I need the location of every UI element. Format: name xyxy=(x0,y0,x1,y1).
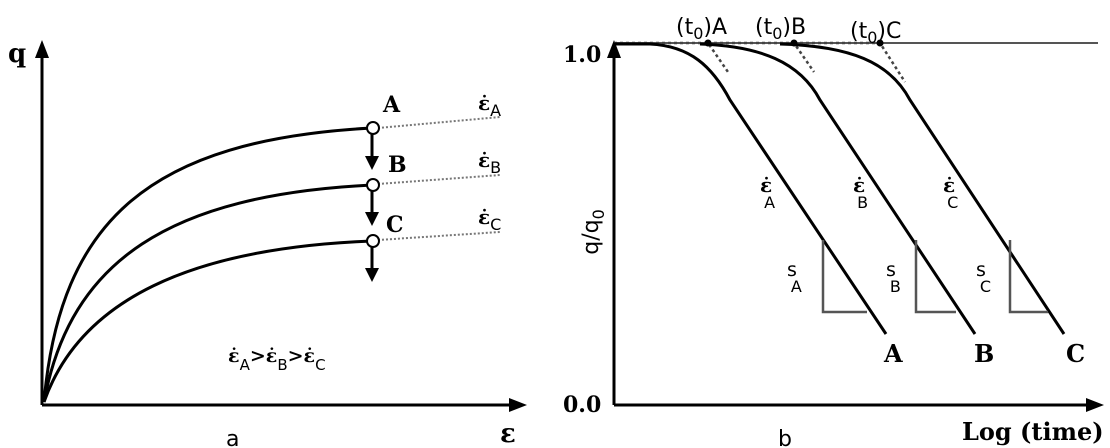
panel-b-slope-triangle-a xyxy=(821,240,867,314)
t0c-sub: 0 xyxy=(867,28,877,47)
panel-a-point-a xyxy=(366,121,380,135)
panel-b-t0-point-c xyxy=(876,39,884,47)
panel-a-point-b xyxy=(366,178,380,192)
panel-a-y-axis-arrow xyxy=(35,40,49,58)
ineq-gt-2: > xyxy=(288,345,304,367)
panel-a-y-axis-label: q xyxy=(8,39,26,69)
t0b-open: (t xyxy=(755,15,773,40)
panel-b-x-axis-label: Log (time) xyxy=(962,417,1104,446)
ineq-sym-3: ε̇ xyxy=(304,345,316,367)
b-rate-a-sub: A xyxy=(764,193,775,212)
panel-b-end-label-b: B xyxy=(974,339,994,368)
panel-a-extension-c xyxy=(377,231,501,241)
panel-b-caption: b xyxy=(778,427,792,448)
t0c-open: (t xyxy=(850,19,868,44)
panel-b-y-axis-label: q/q0 xyxy=(579,209,608,255)
panel-b-end-label-a: A xyxy=(883,339,903,368)
panel-b-t0-point-a xyxy=(704,39,712,47)
panel-b-curve-b xyxy=(699,42,977,335)
panel-b-end-label-c: C xyxy=(1066,339,1085,368)
panel-a-inequality: ε̇A>ε̇B>ε̇C xyxy=(228,345,326,374)
panel-a-rate-b: ε̇B xyxy=(478,148,501,177)
b-slope-c-sub: C xyxy=(980,277,991,296)
panel-b: 1.0 0.0 q/q0 Log (time) b (t0)A (t0)B (t… xyxy=(563,15,1104,448)
b-slope-b-sym: s xyxy=(886,259,896,281)
panel-a-label-b: B xyxy=(388,152,407,178)
panel-a-rate-b-sym: ε̇ xyxy=(478,148,490,172)
t0b-close: )B xyxy=(782,15,806,40)
b-rate-c-sym: ε̇ xyxy=(943,173,955,197)
panel-a-extension-a xyxy=(377,116,501,129)
t0a-open: (t xyxy=(676,15,694,40)
panel-a-rate-a-sub: A xyxy=(490,101,501,120)
panel-b-t0-point-b xyxy=(790,39,798,47)
ineq-gt-1: > xyxy=(250,345,266,367)
panel-a-rate-c-sub: C xyxy=(490,215,501,234)
panel-a-x-axis-label: ε xyxy=(500,419,516,448)
panel-b-y-axis-label-main: q/q xyxy=(579,219,604,254)
b-rate-b-sym: ε̇ xyxy=(853,173,865,197)
b-rate-a-sym: ε̇ xyxy=(760,173,772,197)
ineq-sub-3: C xyxy=(315,356,325,374)
panel-b-slope-triangle-b xyxy=(914,240,956,314)
ineq-sub-2: B xyxy=(277,356,287,374)
ineq-sym-2: ε̇ xyxy=(266,345,278,367)
panel-a-rate-b-sub: B xyxy=(490,158,501,177)
panel-a-caption: a xyxy=(226,427,239,448)
panel-a-rate-c-sym: ε̇ xyxy=(478,205,490,229)
panel-a-rate-c: ε̇C xyxy=(478,205,501,234)
panel-a-curve-b xyxy=(42,183,373,403)
ineq-sub-1: A xyxy=(240,356,251,374)
panel-b-y-tick-bottom: 0.0 xyxy=(563,392,601,418)
panel-a-rate-a: ε̇A xyxy=(478,91,501,120)
panel-a-curve-a xyxy=(42,126,373,403)
panel-a-curve-c xyxy=(42,239,373,403)
panel-b-x-axis-arrow xyxy=(1086,398,1104,412)
panel-a-label-c: C xyxy=(386,212,404,238)
panel-b-curve-c xyxy=(779,42,1066,335)
panel-b-rate-a: ε̇A xyxy=(760,173,775,212)
panel-a-rate-a-sym: ε̇ xyxy=(478,91,490,115)
panel-b-y-axis-label-sub: 0 xyxy=(589,209,608,219)
panel-a: q ε a A B C ε̇A ε̇B ε̇C xyxy=(8,39,527,448)
panel-b-t0-label-c: (t0)C xyxy=(850,19,901,47)
t0a-close: )A xyxy=(703,15,727,40)
panel-b-y-tick-top: 1.0 xyxy=(563,42,601,68)
panel-a-drop-arrow-ab-head xyxy=(365,156,379,170)
panel-b-y-axis-arrow xyxy=(607,40,621,58)
ineq-sym-1: ε̇ xyxy=(228,345,240,367)
panel-b-tangent-b xyxy=(708,41,816,73)
panel-a-x-axis-arrow xyxy=(509,398,527,412)
b-slope-a-sym: s xyxy=(787,259,797,281)
panel-b-tangent-c xyxy=(794,41,907,83)
panel-b-slope-triangle-c xyxy=(1008,240,1048,314)
panel-b-t0-label-b: (t0)B xyxy=(755,15,806,43)
panel-a-drop-arrow-c-head xyxy=(365,268,379,282)
panel-a-label-a: A xyxy=(382,92,401,118)
b-rate-b-sub: B xyxy=(857,193,868,212)
panel-a-drop-arrow-bc-head xyxy=(365,212,379,226)
b-rate-c-sub: C xyxy=(947,193,958,212)
panel-b-t0-label-a: (t0)A xyxy=(676,15,727,43)
b-slope-c-sym: s xyxy=(976,259,986,281)
b-slope-b-sub: B xyxy=(890,277,901,296)
b-slope-a-sub: A xyxy=(791,277,802,296)
panel-b-curve-a xyxy=(614,42,888,335)
t0a-sub: 0 xyxy=(693,24,703,43)
t0b-sub: 0 xyxy=(772,24,782,43)
panel-b-rate-b: ε̇B xyxy=(853,173,868,212)
panel-a-extension-b xyxy=(377,174,501,185)
panel-a-point-c xyxy=(366,234,380,248)
t0c-close: )C xyxy=(877,19,901,44)
panel-b-rate-c: ε̇C xyxy=(943,173,958,212)
